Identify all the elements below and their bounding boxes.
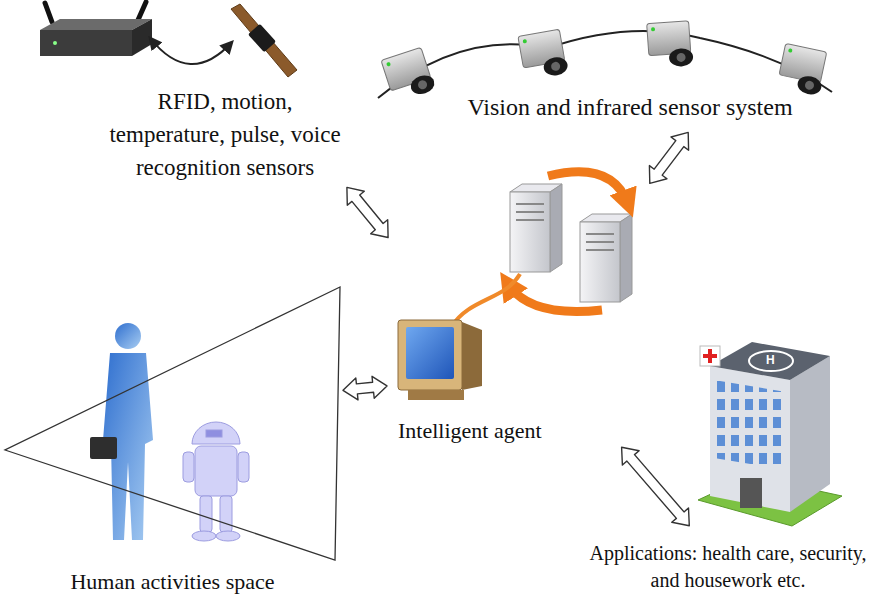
camera bbox=[381, 47, 437, 103]
agent: Intelligent agent bbox=[390, 175, 648, 445]
cable bbox=[452, 274, 520, 326]
person bbox=[90, 323, 153, 540]
wrist-tag bbox=[231, 4, 297, 77]
server bbox=[510, 184, 562, 272]
node-label: Applications: health care, security, and… bbox=[575, 540, 881, 594]
sync-arrow bbox=[508, 284, 602, 312]
hospital bbox=[698, 342, 842, 526]
helipad-letter: H bbox=[766, 353, 775, 367]
double-arrow bbox=[649, 132, 688, 183]
applications: Applications: health care, security, and… bbox=[575, 528, 881, 594]
sensor-group: RFID, motion, temperature, pulse, voice … bbox=[105, 85, 345, 230]
rfid-reader bbox=[40, 2, 152, 56]
camera bbox=[647, 21, 694, 69]
robot bbox=[183, 422, 249, 541]
node-label: RFID, motion, temperature, pulse, voice … bbox=[105, 85, 345, 184]
server bbox=[580, 214, 632, 302]
node-label: Vision and infrared sensor system bbox=[467, 92, 792, 122]
node-label: Intelligent agent bbox=[398, 417, 542, 445]
camera-wire bbox=[378, 31, 832, 98]
computer bbox=[398, 320, 482, 400]
camera bbox=[518, 29, 569, 81]
node-label: Human activities space bbox=[70, 568, 274, 596]
triangle-outline bbox=[5, 280, 340, 596]
camera bbox=[776, 43, 828, 96]
link-arrow bbox=[150, 38, 232, 64]
double-arrow bbox=[347, 187, 388, 237]
double-arrow bbox=[343, 376, 387, 400]
camera-system: Vision and infrared sensor system bbox=[430, 92, 830, 130]
activity-space: Human activities space bbox=[5, 280, 340, 596]
sync-arrow bbox=[548, 172, 628, 204]
double-arrow bbox=[622, 447, 690, 525]
